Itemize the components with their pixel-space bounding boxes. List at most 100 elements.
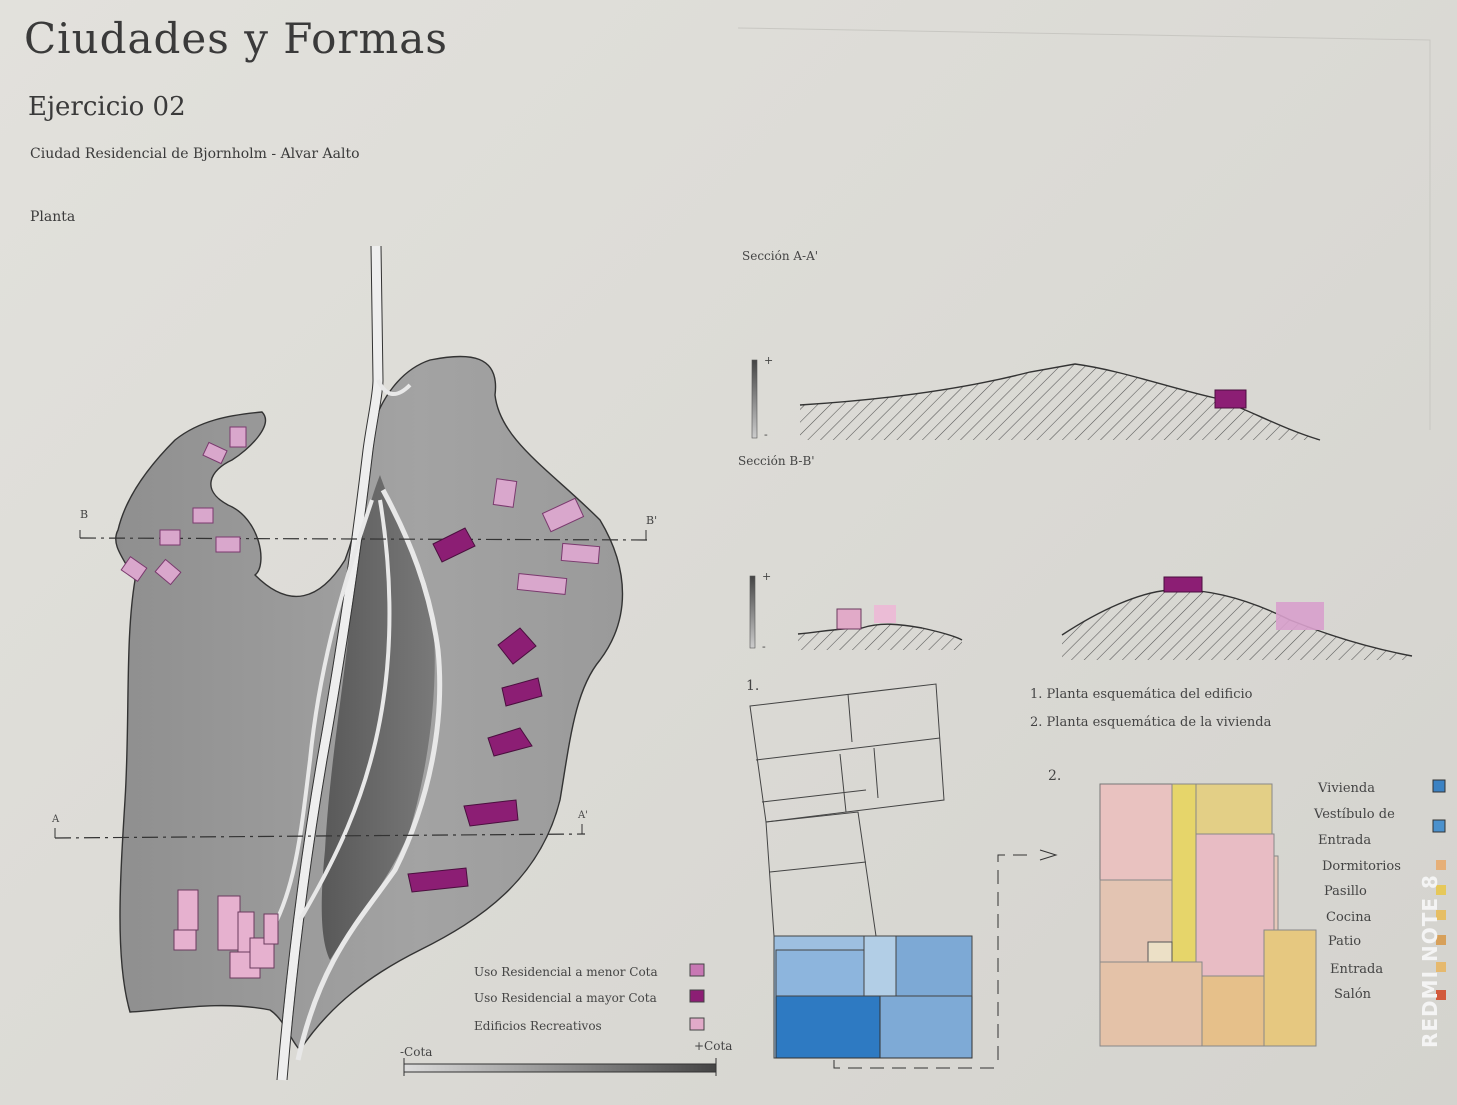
schematic-number-1: 1. — [746, 678, 759, 694]
residence-block — [492, 478, 518, 508]
dwelling-legend-label: Vestíbulo de — [1313, 807, 1395, 822]
residence-block — [501, 677, 543, 707]
residence-block — [432, 527, 476, 563]
project-description: Ciudad Residencial de Bjornholm - Alvar … — [30, 146, 360, 162]
scale-label-low: -Cota — [400, 1045, 432, 1059]
dwelling-block — [773, 935, 973, 1059]
recreational-building — [263, 913, 279, 945]
recreational-building — [217, 895, 241, 951]
plan-label: Planta — [30, 209, 76, 225]
dwelling-legend-swatch — [1436, 910, 1446, 920]
elevation-scale: -Cota +Cota — [400, 1039, 732, 1076]
section-building — [1276, 602, 1324, 630]
residence-block — [202, 441, 228, 465]
dwelling-legend-label: Vivienda — [1317, 781, 1375, 796]
legend-label-lower: Uso Residencial a menor Cota — [474, 965, 658, 979]
gauge-minus: - — [762, 640, 766, 653]
gauge-plus: + — [762, 570, 771, 583]
recreational-building — [173, 929, 197, 951]
residences-lower — [120, 426, 601, 596]
residence-block — [541, 497, 585, 533]
dwelling-legend-label: Salón — [1334, 987, 1372, 1002]
building-schematic: 1. — [746, 678, 1058, 1069]
residence-block — [487, 727, 533, 757]
camera-watermark: REDMI NOTE 8 — [1418, 874, 1442, 1048]
section-mark-a-prime: A' — [577, 810, 588, 821]
residence-block — [159, 529, 181, 546]
dwelling-legend-label: Entrada — [1330, 962, 1383, 977]
dwelling-legend-label: Dormitorios — [1322, 859, 1401, 874]
legend-label-recreational: Edificios Recreativos — [474, 1019, 602, 1033]
dwelling-legend-swatch — [1432, 779, 1446, 793]
residence-block — [497, 627, 537, 665]
terrain-profile — [1061, 589, 1413, 657]
terrain-hatch — [800, 364, 1320, 440]
section-building — [836, 608, 862, 630]
residence-block — [516, 572, 568, 596]
section-a: Sección A-A' + - — [742, 249, 1321, 441]
residence-block — [120, 556, 148, 582]
section-mark-a: A — [51, 814, 60, 825]
section-building — [1163, 576, 1203, 593]
terrain-hatch — [798, 624, 962, 650]
schematic-caption-1: 1. Planta esquemática del edificio — [1030, 687, 1253, 702]
inner-road — [295, 488, 443, 1061]
inner-road — [376, 379, 412, 396]
recreational-buildings — [173, 889, 279, 979]
section-mark-b: B — [80, 508, 88, 521]
gauge-plus: + — [764, 354, 773, 367]
dwelling-legend-swatch — [1436, 935, 1446, 945]
legend-swatch-recreational — [689, 1017, 705, 1031]
dwelling-legend-swatch — [1436, 860, 1446, 870]
legend-label-higher: Uso Residencial a mayor Cota — [474, 991, 657, 1005]
section-building — [874, 605, 896, 623]
section-mark-b-prime: B' — [646, 514, 657, 527]
scale-label-high: +Cota — [694, 1039, 732, 1053]
terrain-profile — [799, 363, 1321, 441]
valley-area — [321, 475, 435, 960]
dwelling-legend: Vivienda Vestíbulo de Entrada Dormitorio… — [1313, 779, 1446, 1002]
site-plan: B B' A A' Uso Residencial a menor Cota U… — [51, 245, 732, 1081]
inner-road — [258, 499, 374, 952]
dwelling-legend-label: Cocina — [1326, 910, 1372, 925]
section-building — [1214, 389, 1247, 409]
access-road — [277, 245, 383, 1081]
schematic-caption-2: 2. Planta esquemática de la vivienda — [1030, 715, 1272, 730]
height-gauge — [751, 359, 758, 439]
residence-block — [192, 507, 214, 524]
residence-block — [463, 799, 519, 827]
residence-block — [215, 536, 241, 553]
gauge-minus: - — [764, 428, 768, 441]
dwelling-legend-swatch — [1436, 990, 1446, 1000]
dwelling-legend-label: Patio — [1328, 934, 1361, 949]
legend-swatch-lower — [689, 963, 705, 977]
section-b: Sección B-B' + - — [738, 454, 1413, 660]
inner-road — [298, 499, 392, 922]
dwelling-legend-swatch — [1432, 819, 1446, 833]
terrain-hatch — [1062, 589, 1412, 660]
residence-block — [407, 867, 469, 893]
dwelling-legend-label: Pasillo — [1324, 884, 1367, 899]
dwelling-schematic: 2. — [1048, 768, 1317, 1047]
dwelling-legend-swatch — [1436, 885, 1446, 895]
height-gauge — [749, 575, 756, 649]
recreational-building — [177, 889, 199, 931]
drawing-title: Ciudades y Formas — [24, 14, 448, 63]
exercise-number: Ejercicio 02 — [28, 92, 186, 122]
legend-swatch-higher — [689, 989, 705, 1003]
sheet-frame — [737, 27, 1431, 430]
schematic-number-2: 2. — [1048, 768, 1061, 784]
section-a-title: Sección A-A' — [742, 249, 818, 263]
terrain-profile — [797, 623, 963, 641]
dwelling-legend-label: Entrada — [1318, 833, 1371, 848]
residence-block — [229, 426, 247, 448]
residence-block — [154, 558, 182, 586]
plan-legend: Uso Residencial a menor Cota Uso Residen… — [474, 963, 705, 1033]
residences-higher — [407, 527, 543, 893]
residence-block — [560, 542, 601, 565]
section-b-title: Sección B-B' — [738, 454, 815, 468]
section-line-a — [54, 833, 586, 839]
dwelling-legend-swatch — [1436, 962, 1446, 972]
